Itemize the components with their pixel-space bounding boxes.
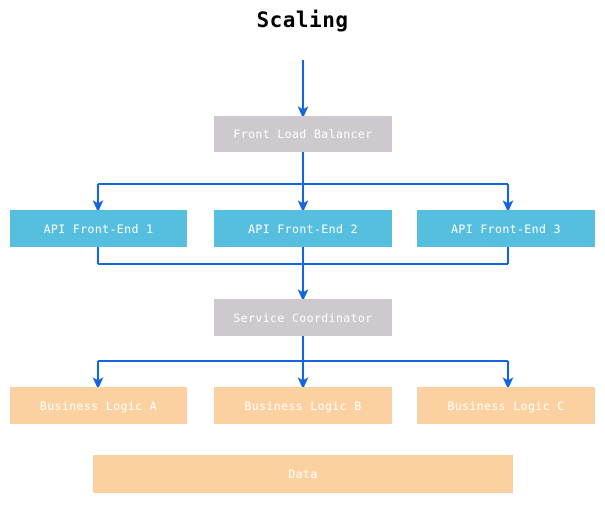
node-api-front-end-1[interactable]: API Front-End 1 <box>10 210 187 247</box>
node-front-load-balancer[interactable]: Front Load Balancer <box>214 116 392 152</box>
page-title: Scaling <box>256 8 349 32</box>
node-data[interactable]: Data <box>93 455 513 493</box>
node-business-logic-c[interactable]: Business Logic C <box>417 387 595 424</box>
node-business-logic-a[interactable]: Business Logic A <box>10 387 187 424</box>
node-api-front-end-2[interactable]: API Front-End 2 <box>214 210 392 247</box>
node-api-front-end-3[interactable]: API Front-End 3 <box>417 210 595 247</box>
node-service-coordinator[interactable]: Service Coordinator <box>214 299 392 336</box>
node-business-logic-b[interactable]: Business Logic B <box>214 387 392 424</box>
